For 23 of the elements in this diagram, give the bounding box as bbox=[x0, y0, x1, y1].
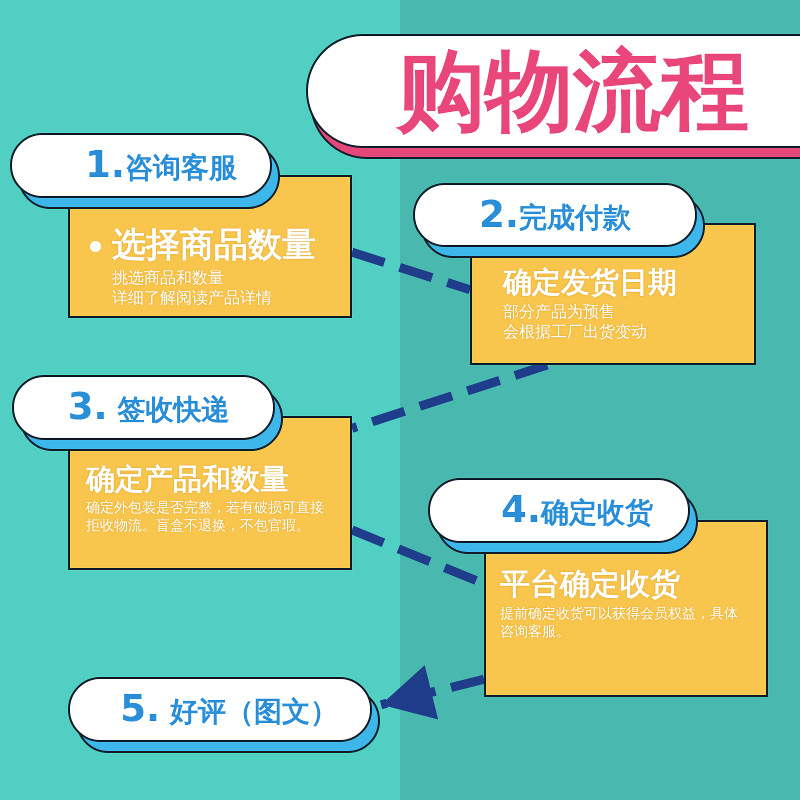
dashed-connector bbox=[350, 248, 472, 294]
step-pill bbox=[428, 478, 699, 555]
card-text: 确定外包装是否完整，若有破损可直接拒收物流。盲盒不退换，不包官瑕。 bbox=[86, 498, 325, 535]
step-title: 1.咨询客服 bbox=[85, 144, 237, 187]
step-pill bbox=[12, 375, 284, 452]
card-text: 挑选商品和数量 bbox=[112, 268, 224, 288]
card-heading: 确定发货日期 bbox=[503, 265, 677, 300]
step-pill bbox=[413, 183, 706, 259]
step-title: 4.确定收货 bbox=[501, 489, 653, 532]
card-heading: 确定产品和数量 bbox=[86, 462, 289, 497]
dashed-arrow bbox=[380, 665, 486, 720]
card-text: 提前确定收货可以获得会员权益，具体咨询客服。 bbox=[500, 605, 739, 641]
card-heading: 平台确定收货 bbox=[500, 567, 680, 603]
card-text: 详细了解阅读产品详情 bbox=[112, 288, 272, 308]
card-text: 会根据工厂出货变动 bbox=[503, 322, 647, 342]
step-title: 5. 好评（图文） bbox=[120, 688, 338, 731]
step-title: 2.完成付款 bbox=[479, 194, 631, 236]
card-heading: 选择商品数量 bbox=[112, 225, 316, 266]
step-pill bbox=[68, 677, 381, 754]
title: 购物流程 bbox=[397, 42, 749, 140]
step-title: 3. 签收快递 bbox=[68, 386, 230, 429]
step-pill bbox=[10, 133, 281, 210]
card-text: 部分产品为预售 bbox=[503, 302, 615, 322]
